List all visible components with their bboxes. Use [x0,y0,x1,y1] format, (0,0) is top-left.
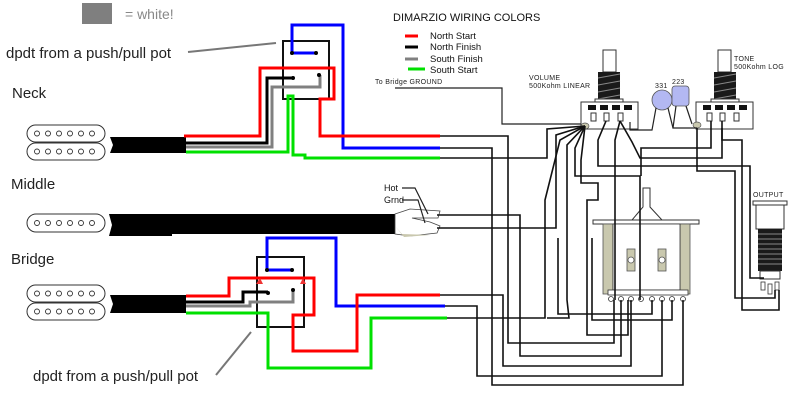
pickup-selector-switch [592,187,700,302]
hot-label: Hot [384,183,399,193]
tone-pot [692,49,754,130]
capacitor-223 [671,85,697,129]
hot-pointer [402,187,429,215]
dpdt-label-bottom: dpdt from a push/pull pot [33,368,199,385]
tone-label: TONE [734,56,755,63]
dpdt-label-top: dpdt from a push/pull pot [6,45,172,62]
white-swatch [82,3,112,24]
legend-items: North Start North Finish South Finish So… [405,31,483,76]
neck-pickup [26,124,186,161]
white-note: = white! [125,6,174,22]
middle-pickup [26,208,441,237]
pickup-label-bridge: Bridge [11,251,54,268]
dpdt-pointer-bottom [215,331,252,376]
capacitor-331-label: 331 [655,83,668,90]
volume-label: VOLUME [529,75,560,82]
capacitor-223-label: 223 [672,79,685,86]
legend-label: North Start [430,31,476,42]
pickup-label-middle: Middle [11,176,55,193]
bridge-pickup [26,284,186,321]
to-bridge-ground-label: To Bridge GROUND [375,79,442,86]
pickup-label-neck: Neck [12,85,47,102]
volume-pot [580,49,639,130]
grnd-pointer [402,199,426,224]
output-jack [752,200,788,295]
volume-spec: 500Kohm LINEAR [529,83,590,90]
bridge-ground-wire [395,87,585,125]
grnd-label: Grnd [384,195,404,205]
legend-label: North Finish [430,42,481,53]
legend-label: South Start [430,65,478,76]
output-label: OUTPUT [753,192,784,199]
capacitor-331 [629,89,674,131]
hookup-wires [437,120,780,386]
legend-title: DIMARZIO WIRING COLORS [393,12,540,24]
neck-dpdt-switch [184,23,440,160]
tone-spec: 500Kohm LOG [734,64,784,71]
dpdt-pointer-top [187,42,277,53]
bridge-dpdt-switch [186,236,447,370]
legend-label: South Finish [430,54,483,65]
